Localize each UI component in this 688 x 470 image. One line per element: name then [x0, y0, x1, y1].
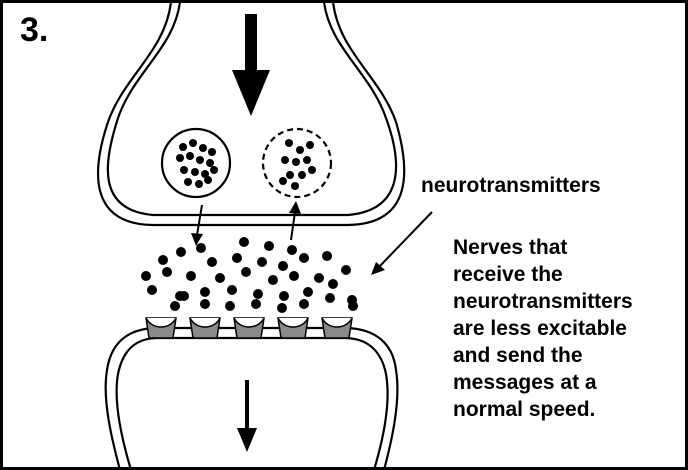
- neurotransmitter-molecule: [286, 171, 294, 179]
- description-line: are less excitable: [453, 315, 633, 342]
- neurotransmitter-molecule: [285, 139, 293, 147]
- description-line: neurotransmitters: [453, 288, 633, 315]
- neurotransmitter-molecule: [200, 299, 210, 309]
- step-number: 3.: [20, 10, 48, 50]
- outgoing-signal-arrow: [237, 380, 257, 452]
- neurotransmitter-molecule: [196, 156, 204, 164]
- neurotransmitter-molecule: [180, 166, 188, 174]
- neurotransmitter-molecule: [176, 247, 186, 257]
- neurotransmitter-molecule: [227, 285, 237, 295]
- neurotransmitter-molecule: [303, 156, 311, 164]
- neurotransmitter-molecule: [191, 168, 199, 176]
- neurotransmitter-molecule: [322, 251, 332, 261]
- neurotransmitter-molecule: [278, 261, 288, 271]
- description-line: messages at a: [453, 369, 633, 396]
- neurotransmitter-molecule: [170, 301, 180, 311]
- neurotransmitter-molecule: [189, 139, 197, 147]
- description-text: Nerves that receive the neurotransmitter…: [453, 234, 633, 423]
- neurotransmitter-molecule: [277, 303, 287, 313]
- neurotransmitter-molecule: [348, 301, 358, 311]
- neurotransmitter-molecule: [251, 299, 261, 309]
- incoming-signal-arrow: [232, 14, 270, 116]
- description-line: and send the: [453, 342, 633, 369]
- neurotransmitter-molecule: [162, 267, 172, 277]
- neurotransmitter-molecule: [299, 253, 309, 263]
- description-line: receive the: [453, 261, 633, 288]
- vesicle: [162, 129, 230, 197]
- neurotransmitter-molecule: [207, 257, 217, 267]
- neurotransmitter-molecule: [196, 243, 206, 253]
- neurotransmitter-molecule: [215, 273, 225, 283]
- neurotransmitter-molecule: [341, 265, 351, 275]
- neurotransmitter-molecule: [225, 301, 235, 311]
- neurotransmitter-molecule: [200, 287, 210, 297]
- neurotransmitter-molecule: [306, 141, 314, 149]
- neurotransmitter-molecule: [314, 273, 324, 283]
- neurotransmitter-molecule: [289, 271, 299, 281]
- neurotransmitter-molecule: [279, 177, 287, 185]
- postsynaptic-membrane-inner: [117, 338, 388, 470]
- neurotransmitter-molecule: [299, 299, 309, 309]
- postsynaptic-membrane-outer: [106, 328, 398, 470]
- neurotransmitter-molecule: [328, 279, 338, 289]
- neurotransmitter-molecule: [257, 257, 267, 267]
- neurotransmitter-molecule: [241, 267, 251, 277]
- neurotransmitter-molecule: [158, 255, 168, 265]
- neurotransmitter-molecule: [232, 253, 242, 263]
- neurotransmitter-molecule: [210, 166, 218, 174]
- neurotransmitter-molecule: [325, 293, 335, 303]
- neurotransmitter-molecule: [281, 156, 289, 164]
- neurotransmitter-molecule: [308, 166, 316, 174]
- neurotransmitter-molecule: [179, 143, 187, 151]
- neurotransmitter-molecule: [239, 237, 249, 247]
- label-pointer-arrow: [371, 212, 432, 275]
- neurotransmitter-molecule: [147, 285, 157, 295]
- neurotransmitter-molecule: [206, 159, 214, 167]
- neurotransmitter-molecule: [296, 146, 304, 154]
- neurotransmitter-molecule: [287, 245, 297, 255]
- neurotransmitter-molecule: [195, 180, 203, 188]
- neurotransmitter-molecule: [268, 275, 278, 285]
- description-line: Nerves that: [453, 234, 633, 261]
- neurotransmitter-molecule: [179, 291, 189, 301]
- neurotransmitter-molecule: [208, 148, 216, 156]
- neurotransmitter-molecule: [184, 178, 192, 186]
- neurotransmitters-label: neurotransmitters: [421, 173, 601, 199]
- neurotransmitter-molecule: [292, 158, 300, 166]
- neurotransmitter-molecule: [141, 271, 151, 281]
- neurotransmitter-molecule: [199, 144, 207, 152]
- description-line: normal speed.: [453, 396, 633, 423]
- neurotransmitter-molecule: [291, 182, 299, 190]
- neurotransmitter-molecule: [186, 271, 196, 281]
- neurotransmitter-molecule: [176, 154, 184, 162]
- neurotransmitter-molecule: [303, 287, 313, 297]
- neurotransmitter-molecule: [264, 241, 274, 251]
- neurotransmitter-molecule: [204, 176, 212, 184]
- neurotransmitter-molecule: [253, 289, 263, 299]
- neurotransmitter-molecule: [279, 291, 289, 301]
- neurotransmitter-molecule: [186, 152, 194, 160]
- reuptake-arrow: [289, 201, 301, 240]
- neurotransmitter-molecule: [298, 171, 306, 179]
